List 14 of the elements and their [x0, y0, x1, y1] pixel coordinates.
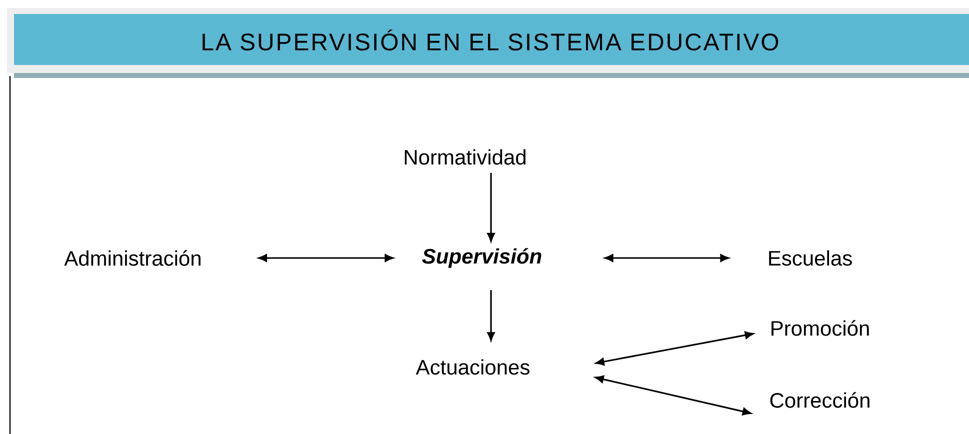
- arrow: [258, 254, 394, 262]
- arrow: [487, 172, 495, 242]
- arrow: [596, 331, 754, 366]
- node-label: Escuelas: [769, 250, 852, 266]
- arrow: [487, 290, 495, 341]
- node-label: Administración: [64, 250, 200, 266]
- node-label: Normatividad: [404, 149, 526, 165]
- node-label: Corrección: [770, 392, 870, 408]
- title-band: LA SUPERVISIÓN EN EL SISTEMA EDUCATIVO: [7, 8, 969, 78]
- node-label: Promoción: [772, 320, 869, 336]
- arrow: [595, 375, 752, 416]
- node-label: Actuaciones: [416, 359, 530, 375]
- arrow: [604, 254, 729, 262]
- node-label: Supervisión: [422, 248, 542, 268]
